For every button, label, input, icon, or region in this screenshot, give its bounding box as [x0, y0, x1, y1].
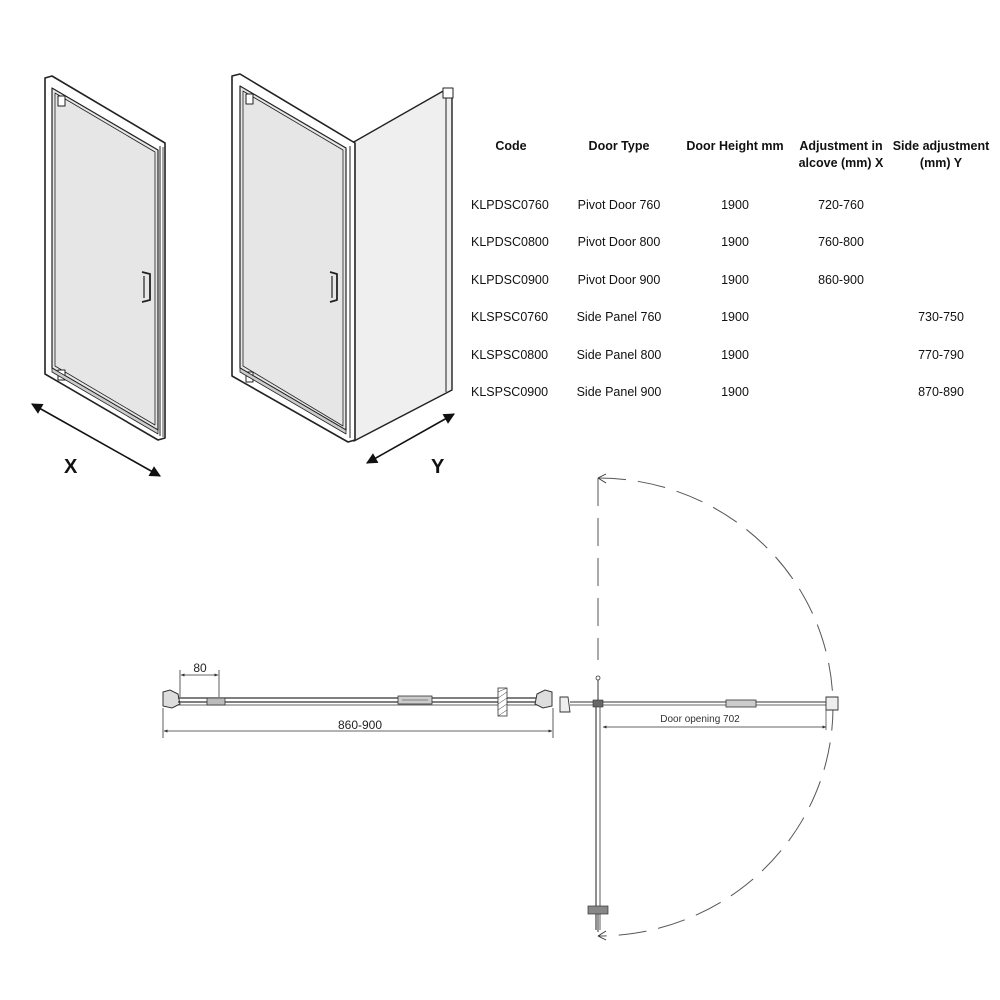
door-opening-label: Door opening 702 [660, 714, 740, 725]
cell-adj-x [792, 336, 890, 374]
pivot-door-illustration [44, 75, 166, 441]
specification-table: Code Door Type Door Height mm Adjustment… [462, 138, 992, 411]
cell-door-type: Side Panel 800 [576, 347, 662, 362]
alcove-plan-view [162, 670, 554, 738]
cell-height: 1900 [721, 310, 749, 325]
table-row: KLSPSC0800 Side Panel 800 1900 770-790 [462, 336, 992, 374]
cell-adj-x: 720-760 [818, 197, 864, 212]
x-dimension-arrow [31, 403, 161, 477]
y-axis-label: Y [431, 456, 445, 478]
cell-adj-y: 770-790 [918, 347, 964, 362]
corner-plan-view [559, 473, 839, 941]
cell-adj-x [792, 299, 890, 337]
table-row: KLSPSC0900 Side Panel 900 1900 870-890 [462, 374, 992, 412]
cell-code: KLSPSC0800 [471, 347, 549, 362]
table-row: KLPDSC0800 Pivot Door 800 1900 760-800 [462, 224, 992, 262]
cell-height: 1900 [721, 347, 749, 362]
cell-adj-y: 870-890 [918, 385, 964, 400]
header-adjustment-y: Side adjustment(mm) Y [892, 139, 990, 170]
table-row: KLPDSC0900 Pivot Door 900 1900 860-900 [462, 261, 992, 299]
table-header-row: Code Door Type Door Height mm Adjustment… [462, 138, 992, 186]
width-dimension-label: 860-900 [338, 718, 382, 732]
table-row: KLPDSC0760 Pivot Door 760 1900 720-760 [462, 186, 992, 224]
cell-height: 1900 [721, 235, 749, 250]
cell-height: 1900 [721, 272, 749, 287]
x-axis-label: X [64, 456, 78, 478]
cell-height: 1900 [721, 385, 749, 400]
cell-code: KLPDSC0900 [471, 272, 549, 287]
header-code: Code [495, 139, 527, 153]
cell-adj-y: 730-750 [918, 310, 964, 325]
cell-door-type: Side Panel 760 [576, 310, 662, 325]
cell-code: KLPDSC0800 [471, 235, 549, 250]
cell-adj-x [792, 374, 890, 412]
cell-adj-y [890, 186, 992, 224]
cell-code: KLPDSC0760 [471, 197, 549, 212]
cell-adj-y [890, 261, 992, 299]
cell-code: KLSPSC0900 [471, 385, 549, 400]
cell-door-type: Side Panel 900 [576, 385, 662, 400]
table-row: KLSPSC0760 Side Panel 760 1900 730-750 [462, 299, 992, 337]
door-with-side-panel-illustration [231, 73, 454, 443]
cell-adj-y [890, 224, 992, 262]
y-dimension-arrow [366, 413, 455, 464]
cell-door-type: Pivot Door 900 [577, 272, 661, 287]
cell-adj-x: 860-900 [818, 272, 864, 287]
cell-height: 1900 [721, 197, 749, 212]
offset-dimension-label: 80 [193, 661, 207, 675]
cell-door-type: Pivot Door 800 [577, 235, 661, 250]
cell-adj-x: 760-800 [818, 235, 864, 250]
cell-code: KLSPSC0760 [471, 310, 549, 325]
header-door-type: Door Type [588, 139, 650, 153]
cell-door-type: Pivot Door 760 [577, 197, 661, 212]
header-door-height: Door Height mm [686, 139, 784, 153]
